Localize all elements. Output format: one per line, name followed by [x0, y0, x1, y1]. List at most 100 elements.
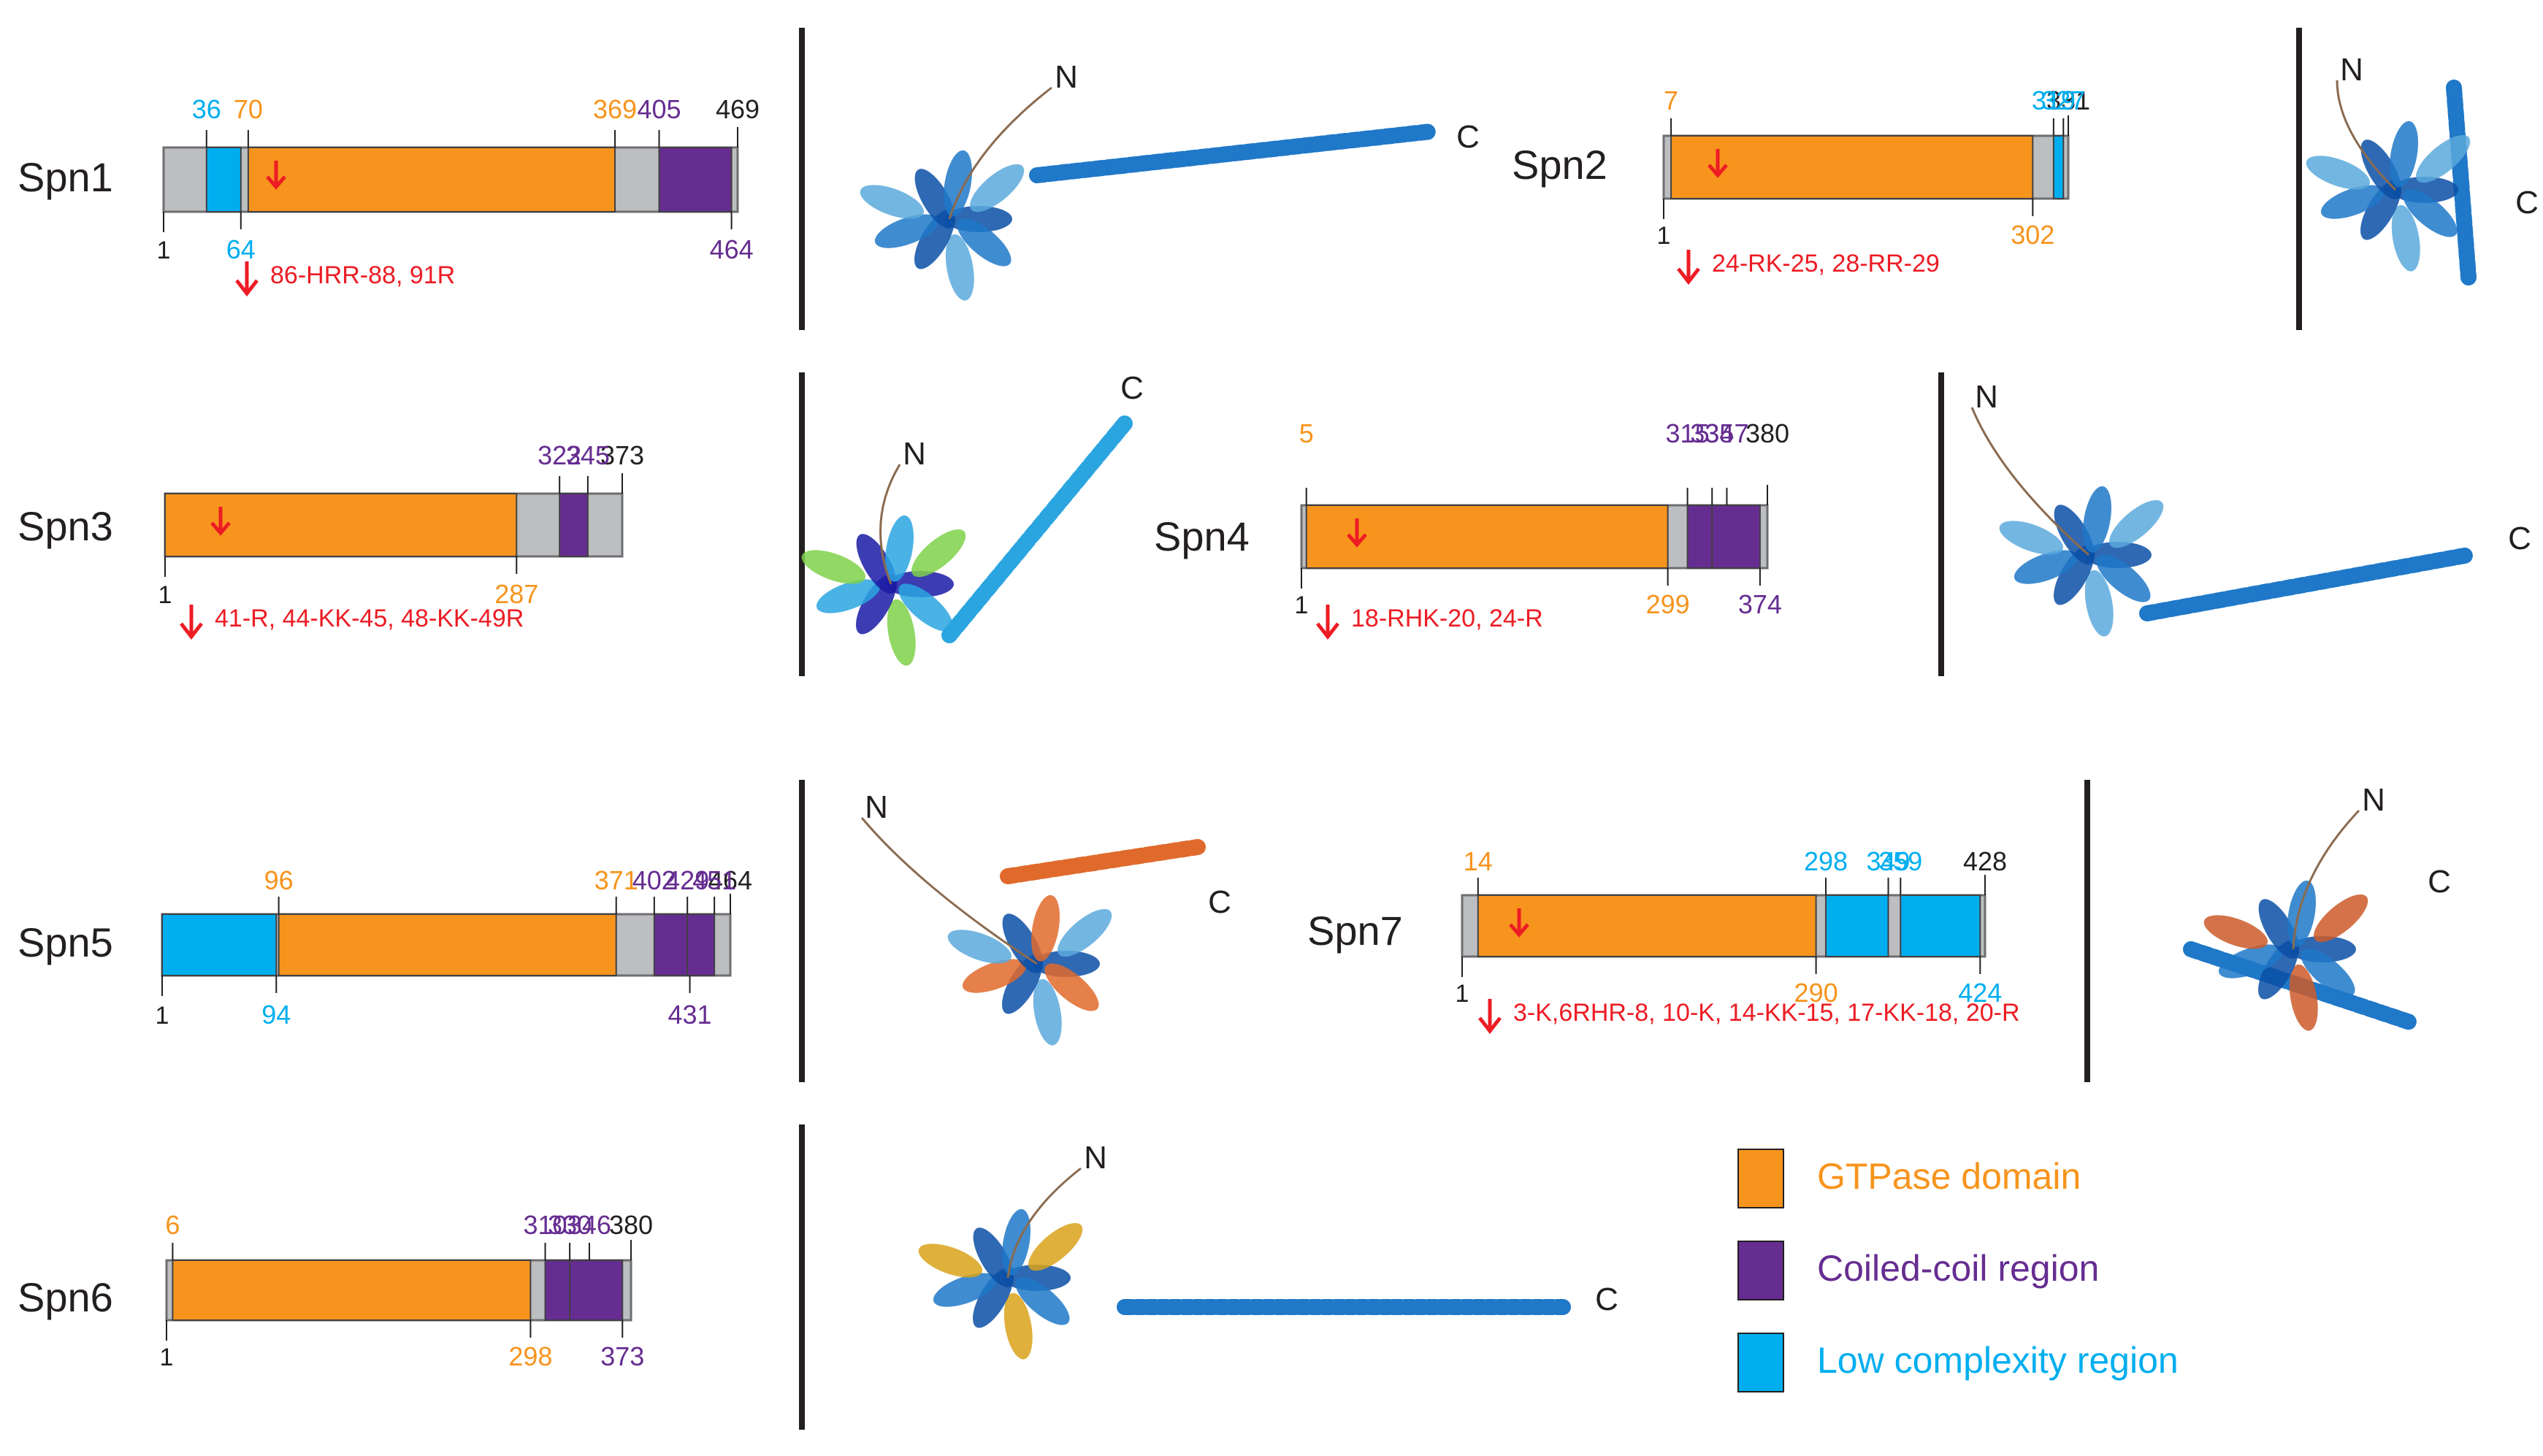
start-position-label: 1 — [1456, 980, 1469, 1008]
protein-name: Spn1 — [18, 154, 113, 200]
domain-gtpase — [1670, 135, 2034, 199]
basic-cluster-arrow-icon — [1316, 605, 1339, 640]
domain-lowcomp — [205, 147, 242, 212]
domain-boundary-label: 374 — [1738, 589, 1782, 619]
fold-element — [1058, 908, 1112, 957]
basic-residues-label: 18-RHK-20, 24-R — [1351, 605, 1543, 632]
c-terminus-label: C — [1120, 370, 1144, 406]
domain-boundary-label: 315 — [1666, 418, 1710, 448]
domain-gtpase — [164, 493, 518, 557]
fold-element — [2109, 499, 2164, 548]
start-position-label: 1 — [1295, 591, 1309, 619]
domain-boundary-label: 371 — [594, 865, 638, 895]
c-terminus-label: C — [1208, 884, 1231, 920]
legend-item-gtpase: GTPase domain — [1737, 1149, 2081, 1208]
domain-lowcomp — [2052, 135, 2065, 199]
fold-element — [2390, 120, 2419, 188]
domain-boundary-label: 424 — [1958, 978, 2002, 1008]
domain-boundary-label: 6 — [165, 1210, 180, 1240]
domain-boundary-label: 359 — [1878, 846, 1922, 876]
fold-element — [2096, 554, 2151, 602]
fold-element — [2416, 134, 2471, 183]
protein-structure-model: NC — [860, 789, 1231, 1046]
domain-gtpase — [1477, 894, 1817, 957]
n-terminus-label: N — [2362, 782, 2385, 818]
domain-boundary-label: 287 — [494, 579, 538, 609]
c-terminus-label: C — [1456, 119, 1480, 155]
domain-boundary-label: 310 — [523, 1210, 567, 1240]
domain-boundary-label: 464 — [710, 234, 754, 264]
length-label: 469 — [716, 94, 760, 124]
fold-element — [2320, 185, 2385, 219]
start-position-label: 1 — [157, 237, 171, 264]
fold-element — [2083, 486, 2112, 553]
domain-coiled — [569, 1260, 624, 1321]
fold-element — [860, 185, 924, 219]
domain-boundary-label: 36 — [192, 94, 221, 124]
fold-element — [1002, 1208, 1031, 1276]
length-label: 380 — [609, 1210, 653, 1240]
domain-boundary-label: 451 — [692, 865, 736, 895]
domain-boundary-label: 402 — [632, 865, 676, 895]
protein-structure-model: NC — [2183, 782, 2451, 1031]
basic-residues-label: 41-R, 44-KK-45, 48-KK-49R — [215, 605, 524, 632]
loop-strand — [2336, 80, 2397, 191]
legend-swatch — [1737, 1241, 1784, 1300]
domain-boundary-label: 349 — [1866, 846, 1910, 876]
fold-element — [887, 599, 916, 666]
fold-element — [1015, 1277, 1070, 1325]
basic-cluster-arrow-icon — [210, 507, 231, 536]
c-terminus-label: C — [2515, 185, 2539, 221]
length-label: 380 — [1745, 418, 1789, 448]
domain-boundary-label: 369 — [593, 94, 637, 124]
basic-cluster-arrow-icon — [235, 261, 259, 297]
domain-boundary-label: 347 — [1705, 418, 1748, 448]
protein-name: Spn6 — [18, 1274, 113, 1320]
fold-element — [945, 234, 974, 301]
legend-label: Coiled-coil region — [1817, 1248, 2099, 1289]
start-position-label: 1 — [156, 1002, 169, 1030]
legend-swatch — [1737, 1333, 1784, 1392]
fold-element — [2289, 964, 2318, 1031]
fold-element — [1003, 1292, 1033, 1360]
n-terminus-label: N — [1084, 1140, 1107, 1176]
n-terminus-label: N — [2340, 52, 2363, 88]
start-position-label: 1 — [1657, 222, 1671, 250]
legend-label: Low complexity region — [1817, 1340, 2179, 1381]
basic-cluster-arrow-icon — [1677, 250, 1700, 286]
domain-coiled — [653, 913, 691, 976]
domain-boundary-label: 70 — [234, 94, 263, 124]
length-label: 464 — [708, 865, 752, 895]
start-position-label: 1 — [158, 581, 172, 609]
start-position-label: 1 — [160, 1344, 174, 1371]
basic-cluster-arrow-icon — [1478, 999, 1502, 1035]
domain-boundary-label: 431 — [668, 1000, 712, 1030]
fold-element — [914, 169, 956, 229]
domain-boundary-label: 302 — [2011, 220, 2054, 250]
fold-element — [1999, 521, 2063, 555]
basic-residues-label: 86-HRR-88, 91R — [270, 261, 455, 289]
n-terminus-label: N — [903, 436, 926, 472]
fold-element — [856, 534, 898, 594]
basic-cluster-arrow-icon — [1347, 518, 1367, 548]
domain-boundary-label: 327 — [2041, 85, 2085, 115]
c-terminus-label: C — [1595, 1281, 1618, 1317]
domain-gtpase — [278, 913, 617, 976]
domain-coiled — [559, 493, 589, 557]
protein-name: Spn7 — [1307, 908, 1403, 954]
n-terminus-label: N — [1975, 379, 1998, 415]
fold-element — [1031, 894, 1060, 962]
fold-element — [918, 1244, 982, 1278]
basic-cluster-arrow-icon — [266, 161, 286, 190]
fold-element — [885, 515, 914, 582]
domain-boundary-label: 64 — [226, 234, 256, 264]
fold-element — [816, 579, 881, 613]
domain-boundary-label: 373 — [600, 1341, 644, 1371]
domain-lowcomp — [1900, 894, 1981, 957]
domain-boundary-label: 94 — [261, 1000, 291, 1030]
domain-boundary-label: 322 — [538, 440, 581, 470]
fold-element — [2084, 570, 2114, 637]
